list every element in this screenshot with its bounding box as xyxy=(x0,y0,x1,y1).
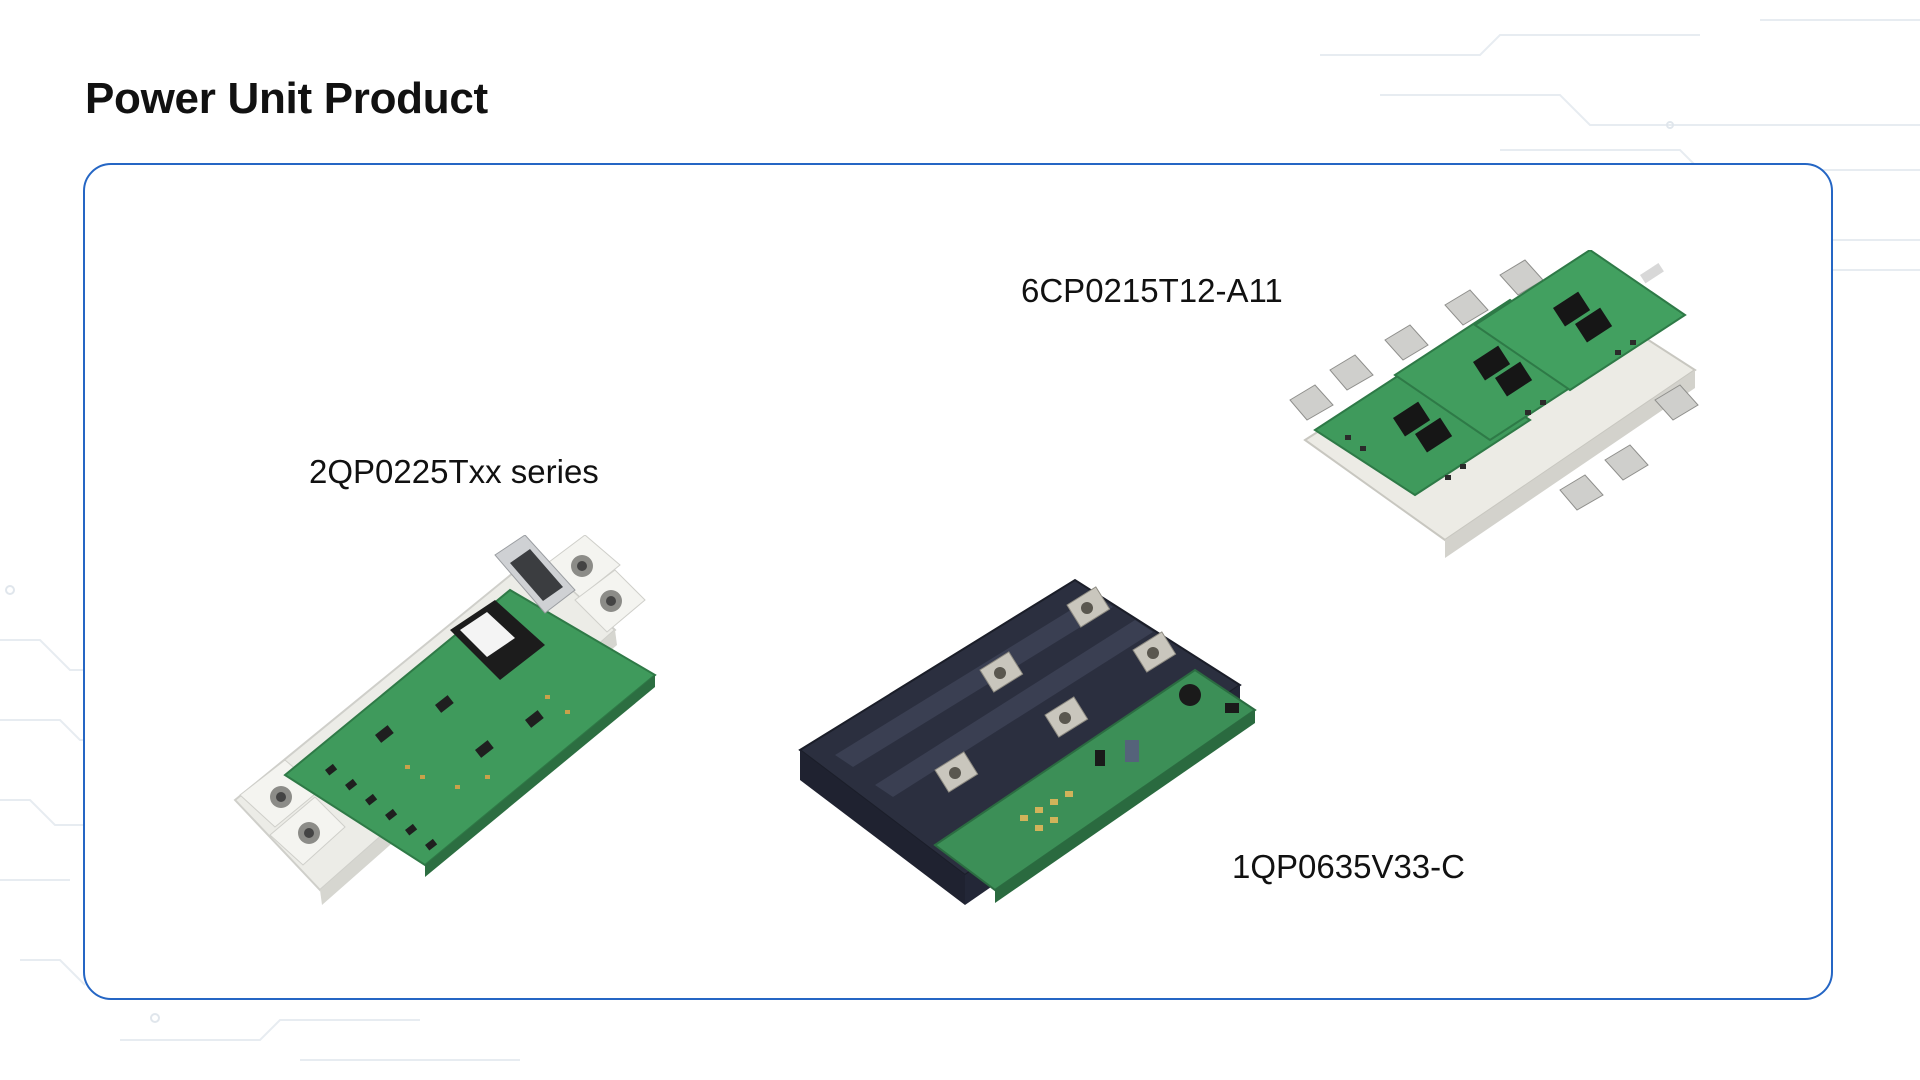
product-photo-6cp0215t12a11 xyxy=(1289,250,1699,558)
product-label-2qp0225txx: 2QP0225Txx series xyxy=(309,453,599,490)
product-photo-2qp0225txx xyxy=(233,535,657,905)
product-label-1qp0635v33c: 1QP0635V33-C xyxy=(1232,848,1465,885)
product-label-6cp0215t12a11: 6CP0215T12-A11 xyxy=(1021,272,1283,309)
product-photo-1qp0635v33c xyxy=(798,578,1257,905)
page-title: Power Unit Product xyxy=(85,74,488,123)
